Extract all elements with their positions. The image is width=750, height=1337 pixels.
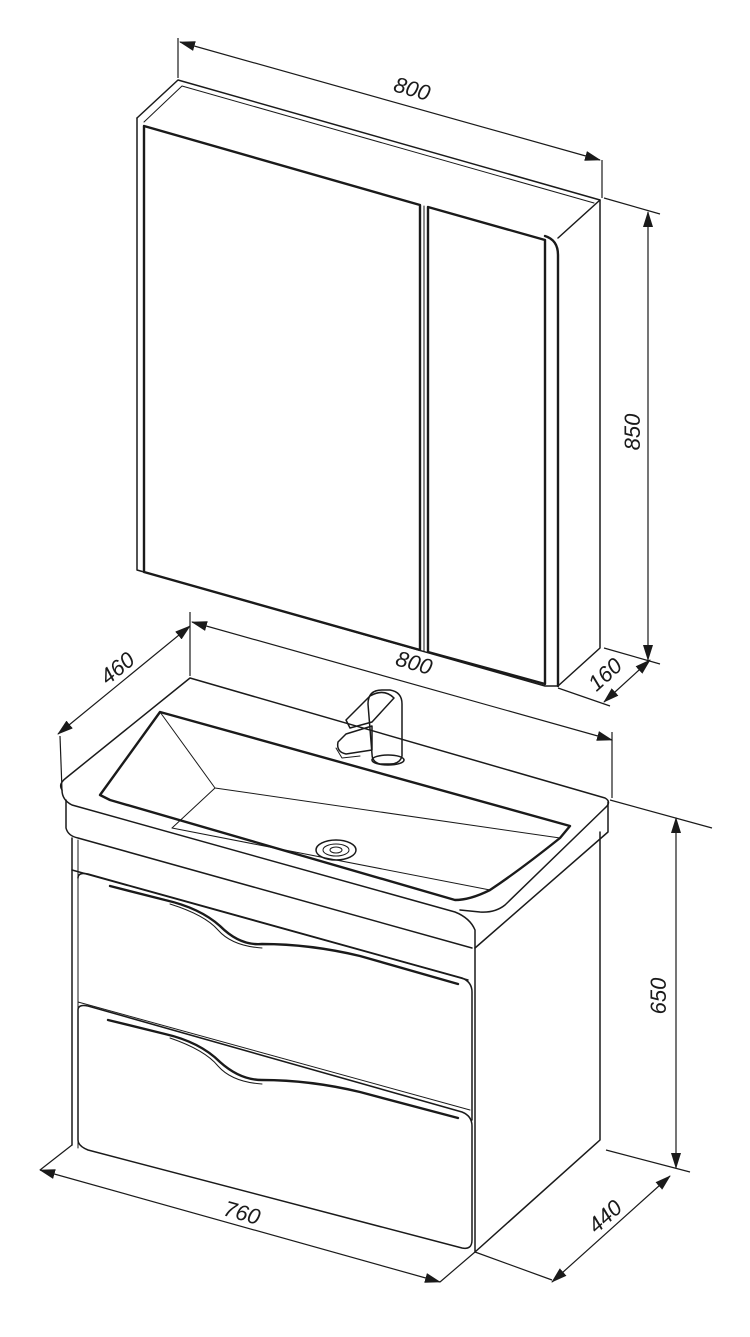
cabinet-side-panel xyxy=(557,199,601,687)
cabinet-height-label: 850 xyxy=(620,413,645,450)
basin-bowl-rim xyxy=(98,710,572,902)
dimension-lines xyxy=(39,38,713,1283)
dimension-labels: 800 850 160 800 460 650 760 440 xyxy=(95,72,671,1238)
basin-width-dim xyxy=(191,621,613,741)
vanity-width-dim xyxy=(39,1169,441,1283)
cabinet-right-door xyxy=(426,205,547,686)
vanity-height-ext-top xyxy=(609,799,713,829)
cabinet-front-frame xyxy=(136,117,559,687)
vanity-depth-label: 440 xyxy=(583,1194,628,1238)
vanity-height-ext-bottom xyxy=(605,1149,691,1173)
vanity-side-panel xyxy=(474,831,601,1253)
drawer-bottom-handle xyxy=(106,1018,460,1120)
drawer-top-handle xyxy=(108,884,460,986)
faucet-icon xyxy=(335,689,405,766)
drawer-top-outline xyxy=(77,872,473,1121)
vanity-width-ext-left xyxy=(39,1144,73,1171)
vanity-depth-dim xyxy=(551,1175,671,1283)
drawer-bottom-handle-shadow xyxy=(169,1037,263,1085)
cabinet-right-edge xyxy=(543,234,560,688)
vanity-width-ext-right xyxy=(439,1251,476,1283)
vanity-height-label: 650 xyxy=(646,977,671,1014)
basin-right-end xyxy=(474,801,609,949)
cabinet-width-label: 800 xyxy=(391,72,434,106)
vanity-width-label: 760 xyxy=(221,1196,264,1230)
drawer-bottom-outline xyxy=(77,1004,473,1250)
vanity-cabinet xyxy=(71,831,601,1253)
cabinet-top-face xyxy=(136,79,601,239)
drain-icon xyxy=(315,839,357,861)
cabinet-width-dim xyxy=(179,41,601,161)
basin-depth-dim xyxy=(57,625,191,735)
basin-depth-ext xyxy=(59,735,63,791)
basin-bowl-floor xyxy=(214,787,561,839)
cabinet-depth-label: 160 xyxy=(583,652,628,696)
mirror-cabinet xyxy=(136,79,601,688)
drawer-top-handle-shadow xyxy=(169,903,263,949)
basin-width-label: 800 xyxy=(393,646,436,680)
basin-front-face xyxy=(65,799,473,949)
basin-bowl-slope-left xyxy=(159,711,216,829)
washbasin xyxy=(59,677,610,949)
basin-top-outline xyxy=(59,677,610,913)
basin-depth-label: 460 xyxy=(95,646,140,689)
vanity-depth-ext xyxy=(474,1251,553,1281)
drawer-top-bottom-edge xyxy=(77,1001,471,1111)
cabinet-height-ext-top xyxy=(603,197,661,215)
basin-front-rim xyxy=(61,789,476,949)
cabinet-left-door xyxy=(142,124,422,652)
